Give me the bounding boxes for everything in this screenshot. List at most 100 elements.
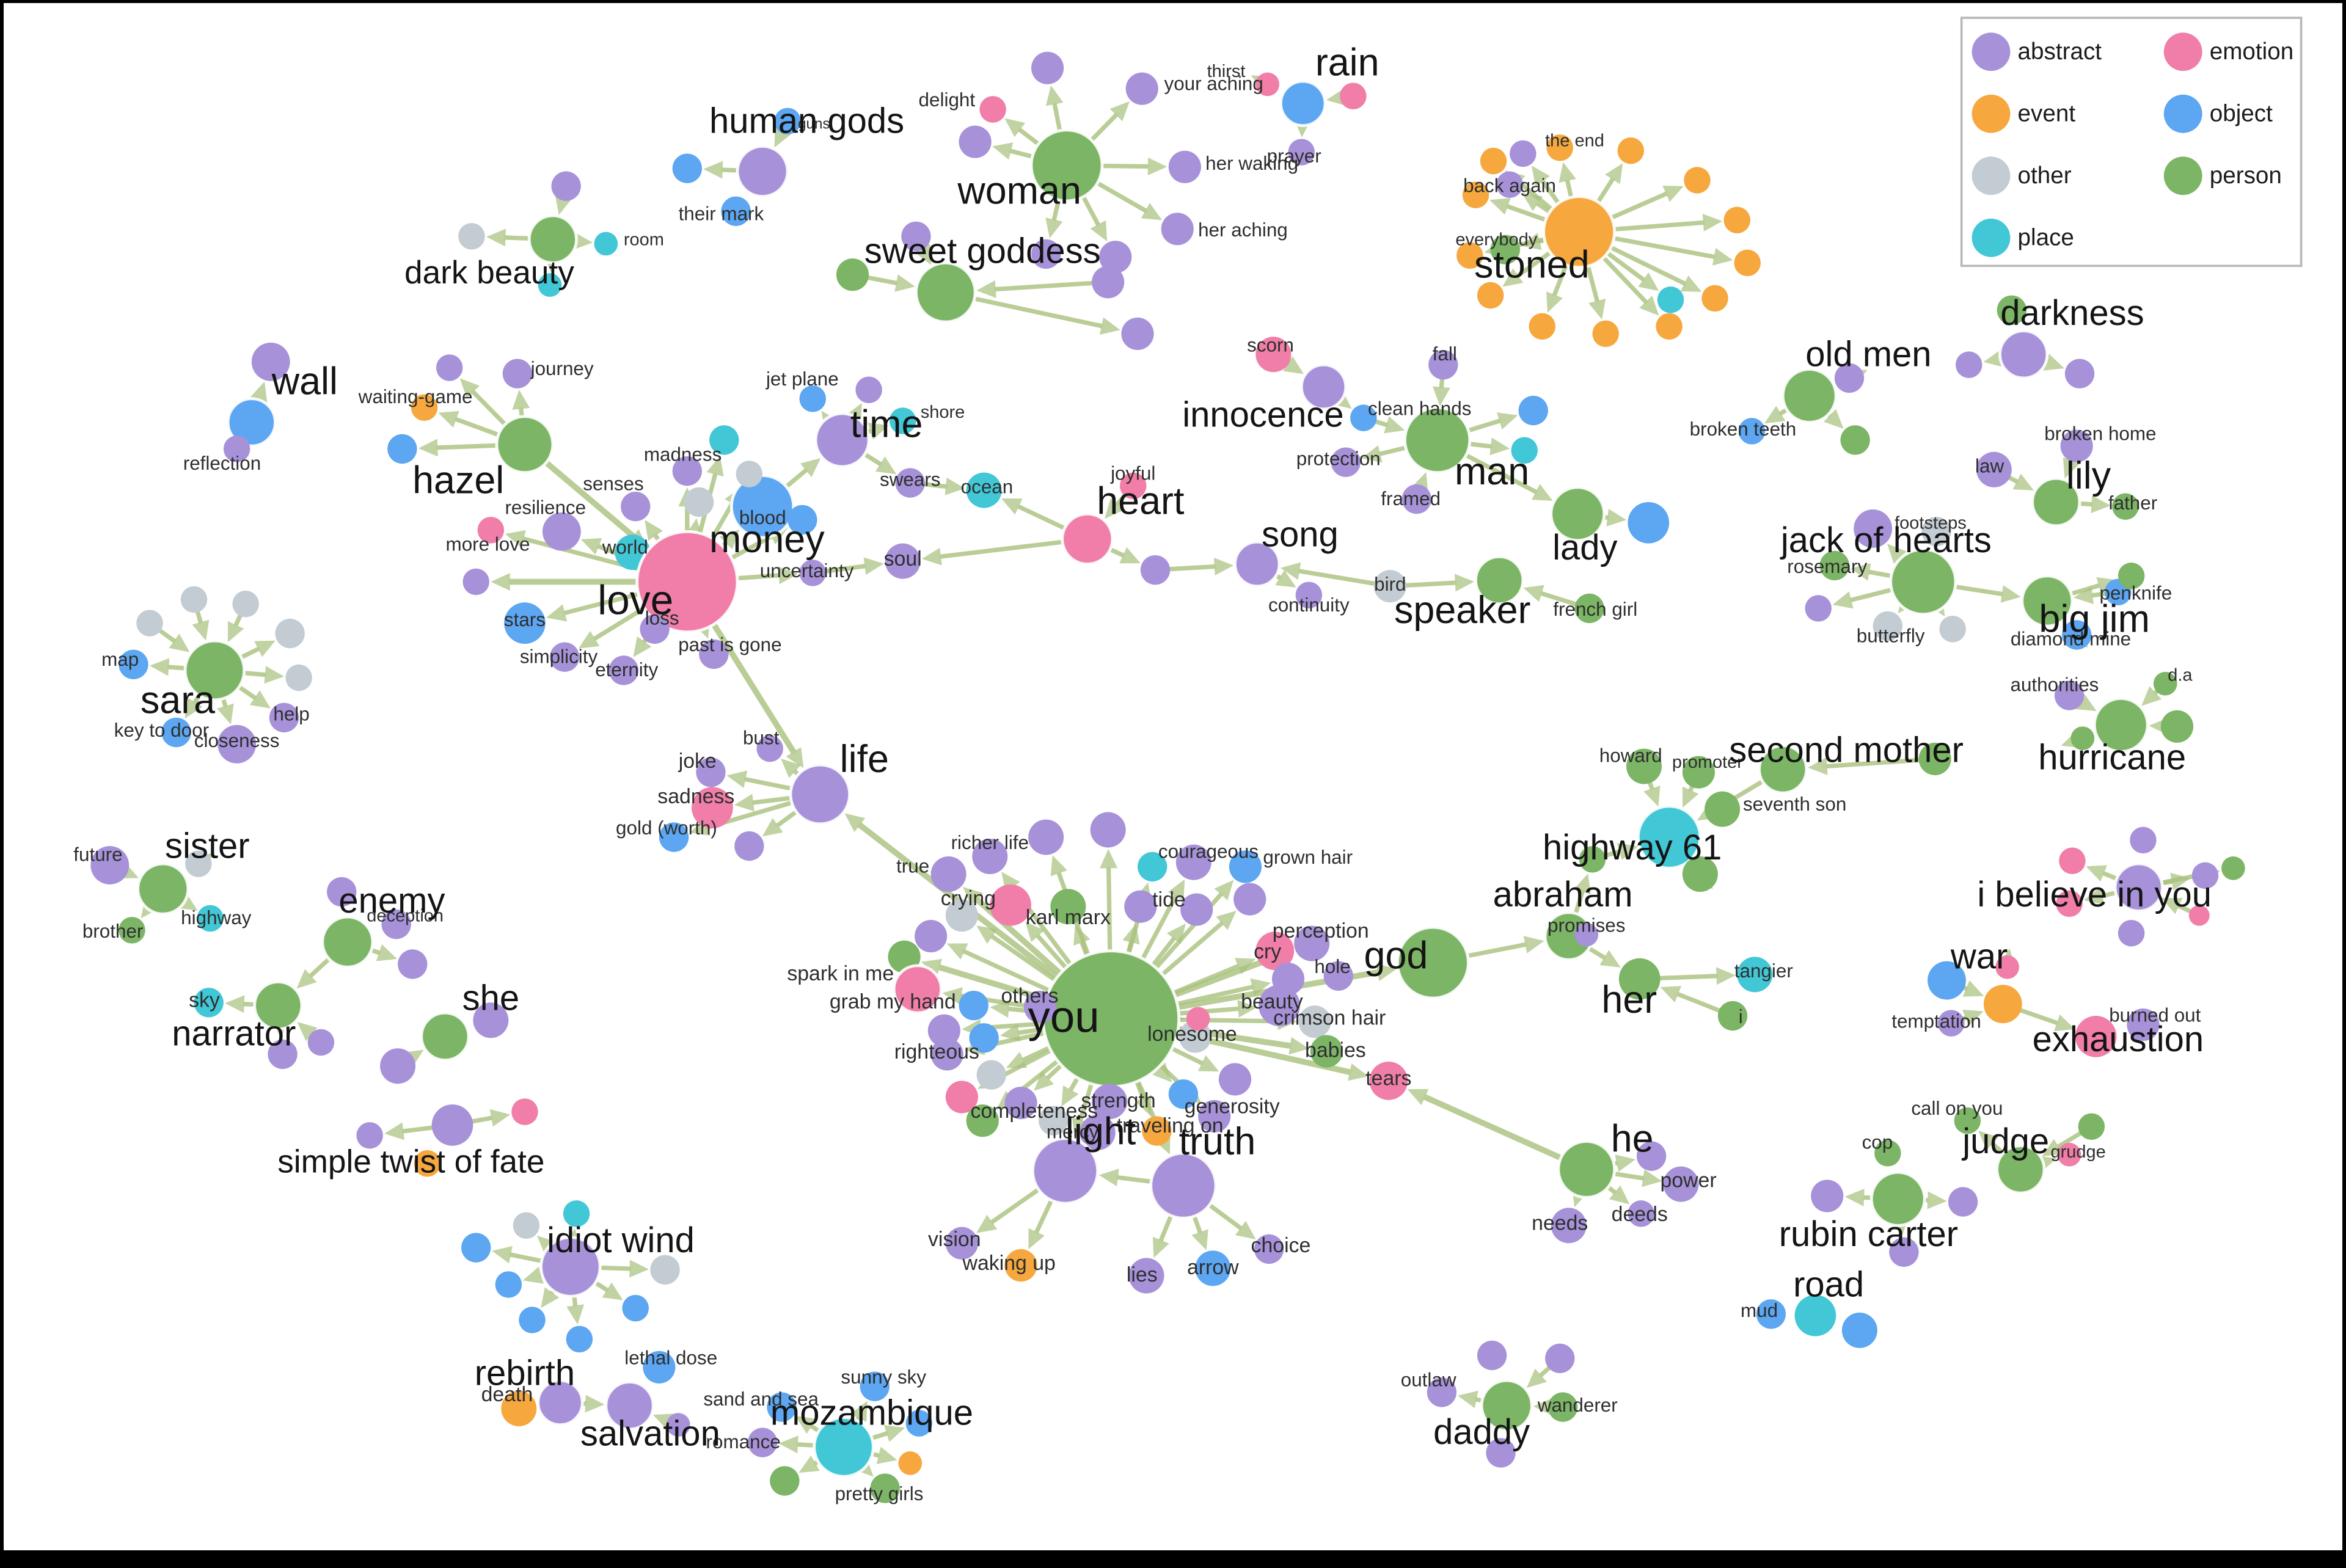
- graph-node-abstract[interactable]: [621, 492, 651, 522]
- graph-node-person[interactable]: [2092, 696, 2149, 753]
- graph-node-abstract[interactable]: [550, 642, 580, 672]
- graph-node-person[interactable]: [2160, 710, 2194, 743]
- graph-node-abstract[interactable]: [1023, 990, 1057, 1024]
- graph-node-abstract[interactable]: [431, 1104, 473, 1146]
- graph-node-person[interactable]: [1310, 1035, 1343, 1068]
- graph-node-person[interactable]: [420, 1011, 470, 1062]
- graph-node-person[interactable]: [1874, 1140, 1901, 1167]
- graph-node-abstract[interactable]: [895, 468, 925, 498]
- graph-node-event[interactable]: [1656, 313, 1683, 340]
- graph-node-place[interactable]: [1794, 1294, 1836, 1336]
- graph-node-event[interactable]: [1546, 134, 1574, 161]
- graph-node-abstract[interactable]: [1295, 582, 1323, 608]
- graph-node-abstract[interactable]: [2191, 862, 2219, 889]
- graph-node-abstract[interactable]: [1937, 1010, 1965, 1037]
- graph-node-abstract[interactable]: [268, 1039, 298, 1070]
- graph-node-abstract[interactable]: [1140, 555, 1171, 585]
- graph-node-event[interactable]: [1617, 137, 1645, 164]
- graph-node-person[interactable]: [2221, 856, 2245, 880]
- graph-node-place[interactable]: [1137, 851, 1168, 882]
- graph-node-person[interactable]: [1682, 856, 1718, 892]
- graph-node-abstract[interactable]: [814, 412, 871, 469]
- graph-node-object[interactable]: [226, 397, 277, 448]
- graph-node-person[interactable]: [915, 261, 977, 324]
- graph-node-person[interactable]: [1954, 1107, 1981, 1134]
- graph-node-emotion[interactable]: [2188, 905, 2210, 926]
- graph-node-other[interactable]: [458, 223, 485, 250]
- graph-node-abstract[interactable]: [1099, 241, 1132, 274]
- graph-node-event[interactable]: [411, 394, 438, 421]
- graph-node-person[interactable]: [2118, 563, 2145, 589]
- graph-node-emotion[interactable]: [979, 96, 1006, 123]
- graph-node-abstract[interactable]: [1125, 72, 1158, 105]
- graph-node-person[interactable]: [253, 980, 304, 1031]
- graph-node-person[interactable]: [1918, 742, 1951, 776]
- graph-node-abstract[interactable]: [2054, 680, 2085, 710]
- graph-node-object[interactable]: [1738, 418, 1766, 445]
- graph-node-event[interactable]: [1542, 195, 1617, 269]
- graph-node-abstract[interactable]: [608, 655, 639, 685]
- graph-node-abstract[interactable]: [2064, 359, 2095, 388]
- graph-node-other[interactable]: [945, 899, 978, 932]
- graph-node-abstract[interactable]: [1889, 1237, 1919, 1267]
- graph-node-event[interactable]: [1477, 282, 1504, 309]
- graph-node-person[interactable]: [870, 1473, 900, 1503]
- graph-node-person[interactable]: [1682, 756, 1716, 789]
- graph-node-abstract[interactable]: [1574, 922, 1599, 947]
- graph-node-emotion[interactable]: [2075, 1016, 2117, 1057]
- graph-node-object[interactable]: [774, 108, 801, 135]
- graph-node-abstract[interactable]: [1233, 883, 1266, 916]
- graph-node-abstract[interactable]: [1028, 819, 1064, 855]
- graph-node-event[interactable]: [1723, 206, 1751, 234]
- graph-node-abstract[interactable]: [2127, 1008, 2160, 1041]
- graph-node-abstract[interactable]: [1976, 451, 2012, 487]
- graph-node-object[interactable]: [905, 1410, 933, 1437]
- graph-node-abstract[interactable]: [885, 543, 921, 579]
- graph-node-abstract[interactable]: [1636, 1141, 1667, 1171]
- graph-node-object[interactable]: [799, 385, 827, 412]
- graph-node-abstract[interactable]: [972, 839, 1008, 875]
- graph-node-event[interactable]: [1983, 985, 2022, 1024]
- graph-node-place[interactable]: [1737, 957, 1773, 993]
- graph-node-abstract[interactable]: [959, 125, 992, 158]
- graph-node-person[interactable]: [136, 862, 190, 916]
- graph-node-abstract[interactable]: [1121, 317, 1154, 350]
- graph-node-emotion[interactable]: [2059, 847, 2086, 875]
- graph-node-person[interactable]: [1474, 555, 1525, 606]
- graph-node-emotion[interactable]: [477, 517, 505, 544]
- graph-node-event[interactable]: [1529, 313, 1555, 340]
- graph-node-abstract[interactable]: [640, 614, 670, 644]
- graph-node-place[interactable]: [594, 232, 618, 256]
- graph-node-emotion[interactable]: [1186, 1007, 1210, 1031]
- graph-node-abstract[interactable]: [1805, 595, 1832, 622]
- graph-node-other[interactable]: [185, 850, 212, 877]
- graph-node-event[interactable]: [1004, 1249, 1037, 1282]
- graph-node-abstract[interactable]: [1180, 893, 1213, 926]
- graph-node-abstract[interactable]: [2130, 826, 2157, 854]
- graph-node-emotion[interactable]: [2057, 1142, 2081, 1167]
- graph-node-object[interactable]: [504, 602, 546, 644]
- graph-node-abstract[interactable]: [1331, 447, 1361, 477]
- graph-node-object[interactable]: [787, 505, 817, 535]
- graph-node-abstract[interactable]: [1834, 363, 1865, 393]
- graph-node-person[interactable]: [2020, 574, 2074, 628]
- graph-node-emotion[interactable]: [945, 1081, 978, 1114]
- graph-node-emotion[interactable]: [635, 530, 739, 634]
- graph-node-abstract[interactable]: [380, 1048, 416, 1084]
- graph-node-person[interactable]: [183, 639, 246, 702]
- graph-node-abstract[interactable]: [1090, 812, 1126, 848]
- graph-node-abstract[interactable]: [2060, 429, 2093, 462]
- graph-node-object[interactable]: [1195, 1250, 1231, 1286]
- graph-node-event[interactable]: [1701, 285, 1728, 312]
- graph-node-emotion[interactable]: [2056, 890, 2083, 917]
- graph-node-person[interactable]: [1781, 367, 1838, 424]
- graph-node-person[interactable]: [836, 258, 869, 291]
- graph-node-person[interactable]: [1819, 550, 1849, 581]
- graph-node-object[interactable]: [729, 474, 795, 539]
- graph-node-abstract[interactable]: [756, 735, 783, 762]
- graph-node-person[interactable]: [2153, 671, 2177, 696]
- graph-node-object[interactable]: [1518, 395, 1548, 426]
- graph-node-abstract[interactable]: [473, 1002, 509, 1038]
- graph-node-person[interactable]: [2112, 493, 2139, 520]
